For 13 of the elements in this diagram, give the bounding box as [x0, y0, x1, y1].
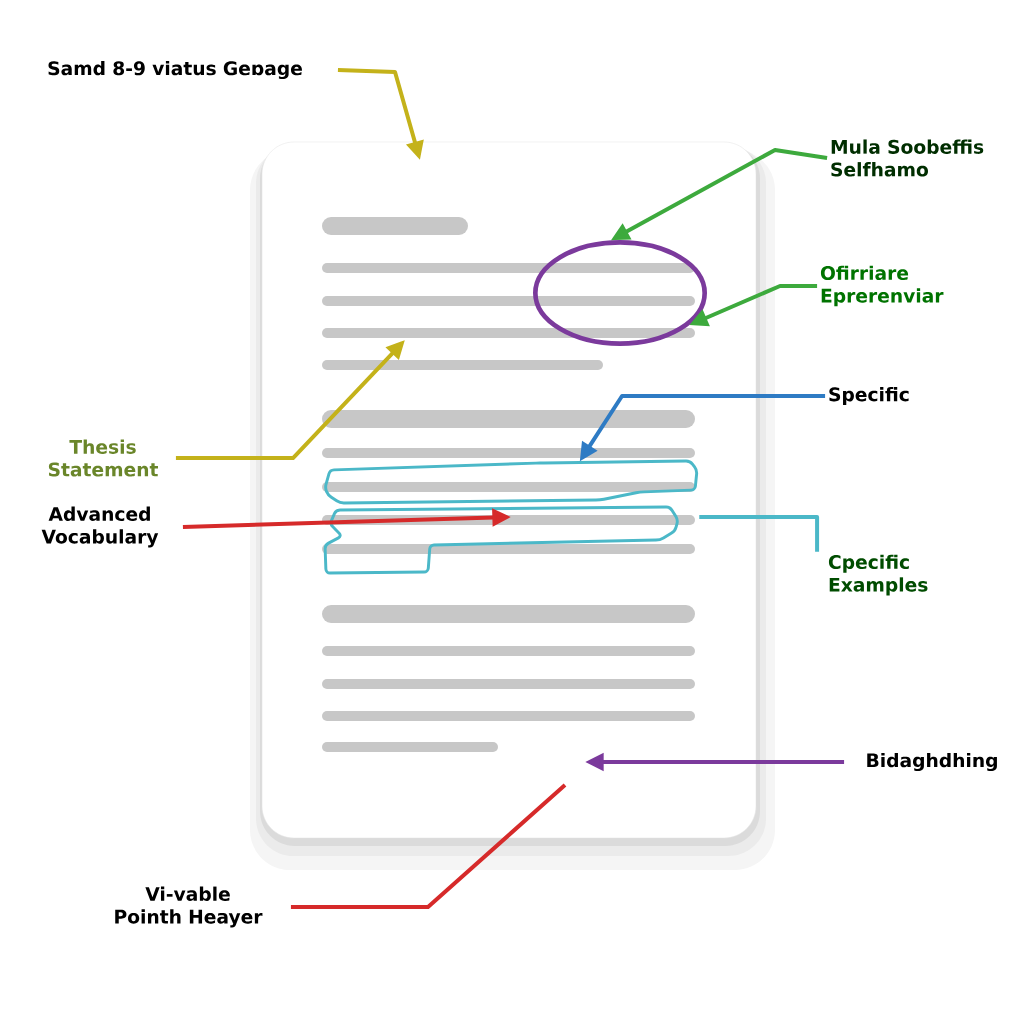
callout-label: Mula Soobeffis Selfhamo — [831, 139, 984, 177]
callout-label: Cpecific Examples — [828, 554, 928, 596]
highlight-ellipse — [533, 240, 707, 346]
callout-label: Advanced Vocabulary — [41, 506, 159, 548]
callout-label: Ofirriare Eprerenviar — [820, 265, 944, 307]
callout-label: Bidaghdhing — [867, 752, 997, 772]
leader-line — [290, 783, 567, 909]
callout-label: Specific — [829, 387, 909, 406]
callout-label: Thesis Statement — [48, 439, 158, 477]
callout-label: Samd 8-9 viatus Geɒage — [48, 60, 302, 80]
leader-line — [699, 515, 820, 552]
highlight-scribble — [323, 459, 699, 575]
callout-label: Vi-vable Pointh Heayer — [115, 886, 263, 928]
